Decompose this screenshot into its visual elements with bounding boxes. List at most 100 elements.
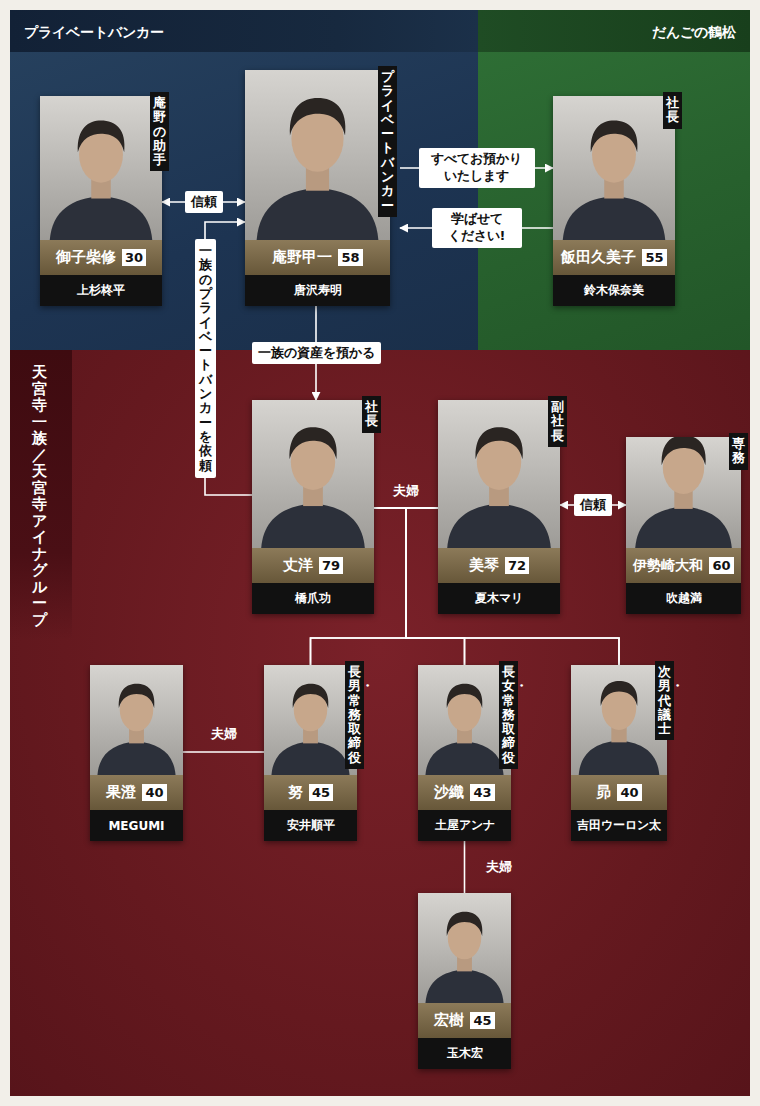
character-name: 飯田久美子 [561,248,636,267]
name-band: 昴 40 [571,775,667,810]
actor-band: 上杉柊平 [40,275,162,306]
portrait-hair [289,427,336,459]
relation-line [311,508,407,665]
age-badge: 40 [617,784,641,801]
portrait-hair [475,427,522,459]
role-label: 庵野の助手 [153,96,166,167]
region-panel: プライベートバンカー御子柴修30上杉柊平庵野の助手庵野甲一58唐沢寿明プライベー… [10,10,478,350]
character-card: 飯田久美子55鈴木保奈美社長 [553,96,675,306]
role-label: 長女・常務取締役 [502,665,515,765]
role-tag: 副社長 [548,396,567,447]
relation-line [374,507,438,509]
relation-line [464,841,466,893]
portrait-photo [418,893,511,1003]
portrait-body [425,742,503,775]
actor-name: 吉田ウーロン太 [577,817,661,834]
portrait-hair [78,120,125,152]
name-band: 飯田久美子 55 [553,240,675,275]
region-title: プライベートバンカー [24,24,164,40]
portrait-photo [90,665,183,775]
age-badge: 45 [309,784,333,801]
role-label: 次男・代議士 [658,665,671,736]
relation-label-box: 信頼 [185,191,223,214]
relation-line [183,751,264,753]
portrait-hair [290,98,346,136]
relation-line [406,508,465,665]
age-badge: 55 [642,249,666,266]
actor-band: 橋爪功 [252,583,374,614]
relation-label: 一族のプライベートバンカーを依頼 [199,244,212,473]
region-header-wrap: だんごの鶴松 [652,22,736,42]
relation-line [311,508,439,665]
portrait-placeholder [252,400,374,548]
portrait-body [425,970,503,1003]
character-card: 美琴72夏木マリ副社長 [438,400,560,614]
region-title: だんごの鶴松 [652,24,736,40]
relation-label: 夫婦 [393,483,419,500]
name-band: 努 45 [264,775,357,810]
role-label: 副社長 [551,400,564,443]
age-badge: 40 [142,784,166,801]
portrait-placeholder [571,665,667,775]
character-name: 伊勢崎大和 [633,557,703,575]
name-band: 沙織 43 [418,775,511,810]
character-name: 丈洋 [283,556,313,575]
role-tag: 長女・常務取締役 [499,661,518,769]
character-card: 努45安井順平長男・常務取締役 [264,665,357,841]
portrait-body [50,196,152,240]
portrait-body [271,742,349,775]
portrait-placeholder [90,665,183,775]
relation-line [162,201,245,203]
region-header-wrap: プライベートバンカー [24,22,164,42]
character-name: 沙織 [434,783,464,802]
age-badge: 43 [470,784,494,801]
age-badge: 58 [338,249,362,266]
age-badge: 79 [319,557,343,574]
portrait-photo [571,665,667,775]
character-name: 宏樹 [434,1011,464,1030]
character-card: 丈洋79橋爪功社長 [252,400,374,614]
portrait-photo [626,437,741,548]
role-label: 専務 [732,437,745,466]
character-card: 沙織43土屋アンナ長女・常務取締役 [418,665,511,841]
actor-band: 玉木宏 [418,1038,511,1069]
role-tag: 社長 [663,92,682,129]
relation-line [205,222,252,495]
actor-name: 唐沢寿明 [294,282,342,299]
portrait-body [97,742,175,775]
relation-line [560,504,626,506]
portrait-body [563,196,665,240]
relation-label-box: 学ばせて ください! [432,208,522,248]
character-name: 昴 [596,783,611,802]
portrait-photo [553,96,675,240]
relation-label: すべてお預かり いたします [425,151,529,185]
role-label: 社長 [365,400,378,429]
portrait-placeholder [418,893,511,1003]
name-band: 庵野甲一58 [245,240,390,275]
actor-name: 上杉柊平 [77,282,125,299]
region-header-wrap: 天宮寺一族／天宮寺アイナグループ [32,364,47,628]
relation-line [374,508,465,665]
portrait-hair [662,437,706,465]
actor-name: MEGUMI [108,819,164,833]
portrait-body [447,504,551,548]
portrait-placeholder [418,665,511,775]
relation-label: 夫婦 [486,859,512,876]
portrait-placeholder [438,400,560,548]
name-band: 御子柴修30 [40,240,162,275]
character-name: 努 [288,783,303,802]
character-name: 御子柴修 [56,248,116,267]
role-label: 社長 [666,96,679,125]
portrait-hair [601,681,638,706]
actor-band: MEGUMI [90,810,183,841]
actor-band: 吹越満 [626,583,741,614]
actor-band: 吉田ウーロン太 [571,810,667,841]
region-panel: 天宮寺一族／天宮寺アイナグループ丈洋 79 橋爪功 社長 美琴72夏木マリ副社長伊勢崎大… [10,350,750,1096]
age-badge: 60 [709,557,733,574]
relation-line [400,167,553,169]
relation-line [374,508,619,665]
portrait-body [579,740,660,775]
name-band: 果澄40 [90,775,183,810]
relation-line [315,306,317,400]
character-card: 伊勢崎大和60吹越満専務 [626,437,741,614]
